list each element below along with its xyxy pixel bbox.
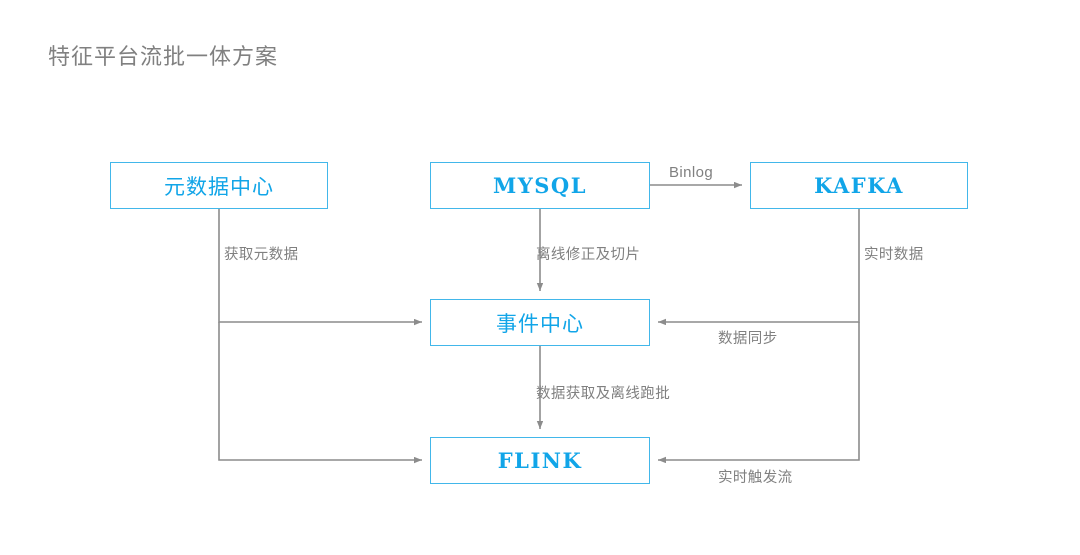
edge-label-binlog: Binlog: [669, 164, 714, 181]
node-flink[interactable]: FLINK: [430, 437, 650, 484]
edge-label-data-fetch-batch: 数据获取及离线跑批: [536, 386, 671, 402]
edge-label-offline-fix-slice: 离线修正及切片: [536, 247, 641, 263]
node-event-center-label: 事件中心: [496, 311, 584, 336]
page-title: 特征平台流批一体方案: [48, 44, 279, 69]
edge-label-realtime-data: 实时数据: [864, 247, 924, 263]
edge-kafka-to-event-center: [658, 209, 860, 326]
edge-label-realtime-trigger: 实时触发流: [718, 470, 793, 486]
node-mysql[interactable]: MYSQL: [430, 162, 650, 209]
node-metadata-center[interactable]: 元数据中心: [110, 162, 328, 209]
edge-label-get-metadata: 获取元数据: [224, 247, 299, 263]
node-mysql-label: MYSQL: [493, 173, 587, 198]
edge-metadata-to-flink: [218, 322, 422, 464]
edge-metadata-to-event-center: [218, 209, 422, 326]
node-kafka-label: KAFKA: [814, 173, 904, 198]
edge-label-data-sync: 数据同步: [718, 331, 778, 347]
node-metadata-center-label: 元数据中心: [164, 174, 274, 199]
node-kafka[interactable]: KAFKA: [750, 162, 968, 209]
node-event-center[interactable]: 事件中心: [430, 299, 650, 346]
node-flink-label: FLINK: [497, 448, 583, 473]
